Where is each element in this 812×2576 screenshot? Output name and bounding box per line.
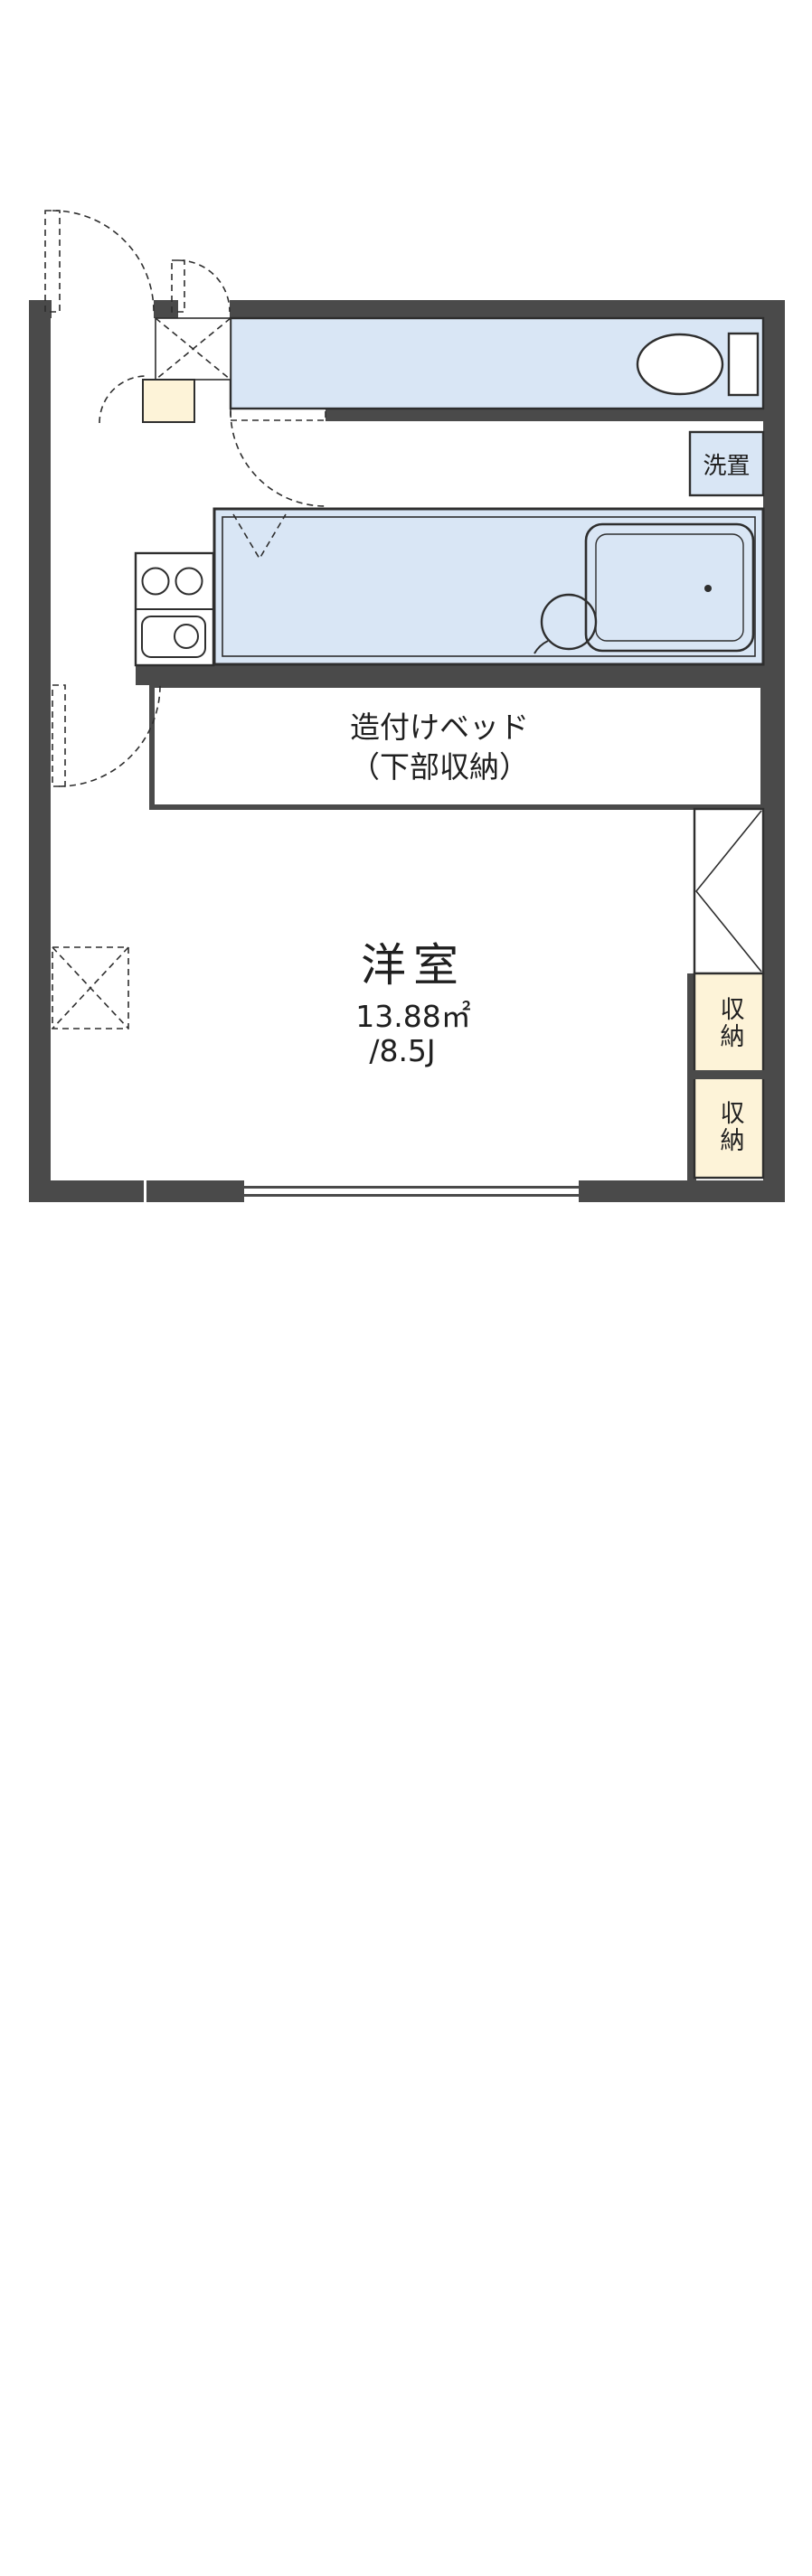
reserved-space-outline bbox=[52, 946, 129, 1029]
room-door-swing-arc bbox=[58, 684, 161, 787]
shelf-diagonal-marks bbox=[694, 810, 762, 973]
top-wall-right bbox=[230, 300, 785, 318]
bathtub-icon bbox=[584, 522, 755, 653]
second-door-swing-arc bbox=[177, 259, 231, 313]
room-door-leaf bbox=[52, 684, 66, 787]
shoe-cabinet bbox=[142, 379, 195, 423]
door-swings bbox=[44, 210, 326, 787]
entrance-step-cross-marks bbox=[155, 317, 231, 381]
shoe-area-door-swing-arc bbox=[99, 375, 147, 424]
bathroom bbox=[212, 507, 765, 666]
bath-stool-handle bbox=[533, 640, 549, 654]
toilet-icon bbox=[636, 332, 760, 397]
stove-burner-left-icon bbox=[141, 567, 170, 596]
bed-label-line2: （下部収納） bbox=[350, 749, 529, 785]
bathtub-inner-line bbox=[595, 533, 744, 642]
built-in-bed-label: 造付けベッド （下部収納） bbox=[150, 694, 729, 801]
bath-stool-icon bbox=[540, 593, 598, 651]
bathtub-drain-dot bbox=[704, 585, 712, 592]
window-line-2 bbox=[244, 1194, 579, 1197]
toilet-bowl bbox=[636, 333, 724, 396]
closet-separator-overlay bbox=[687, 1070, 785, 1079]
main-room-area-tatami: /8.5J bbox=[369, 1032, 436, 1068]
kitchen-sink-icon bbox=[141, 616, 206, 658]
entry-door-swing-arc bbox=[52, 210, 155, 313]
bed-label-line1: 造付けベッド bbox=[350, 710, 529, 745]
built-in-bed-box bbox=[149, 682, 766, 810]
toilet-bottom-wall bbox=[326, 409, 785, 421]
right-storage-column bbox=[687, 807, 785, 1180]
closet-lower-box bbox=[693, 1075, 765, 1180]
right-wall bbox=[763, 300, 785, 1202]
closet-upper-label: 収納 bbox=[715, 996, 744, 1050]
washing-space-label: 洗置 bbox=[703, 452, 751, 480]
toilet-tank bbox=[727, 332, 760, 397]
left-wall bbox=[29, 300, 51, 1202]
reserved-space-cross bbox=[52, 946, 129, 1029]
mid-wall-above-bed bbox=[136, 665, 785, 685]
window-line-1 bbox=[244, 1186, 579, 1189]
bathroom-inner-wall-line bbox=[222, 516, 756, 657]
top-wall-mid-stub bbox=[154, 300, 178, 318]
washing-machine-space bbox=[688, 430, 765, 497]
wall-joint-tick bbox=[144, 1180, 146, 1202]
sink-basin-icon bbox=[174, 624, 199, 649]
window-opening bbox=[244, 1180, 579, 1202]
kitchen-unit bbox=[134, 551, 215, 667]
bath-folding-door-icon bbox=[232, 513, 287, 560]
washroom-door-swing-arc bbox=[230, 410, 326, 507]
main-room-name: 洋室 bbox=[361, 939, 466, 992]
main-room-area-sqm: 13.88㎡ bbox=[355, 999, 471, 1034]
entry-door-leaf bbox=[44, 210, 61, 313]
washroom-door-leaf bbox=[230, 408, 326, 421]
reserved-space-dashed-box bbox=[52, 946, 129, 1029]
closet-lower-label: 収納 bbox=[715, 1100, 744, 1154]
shelf-space bbox=[693, 807, 765, 975]
stove-burner-right-icon bbox=[175, 567, 203, 596]
entrance bbox=[142, 317, 231, 423]
window bbox=[144, 1180, 579, 1202]
